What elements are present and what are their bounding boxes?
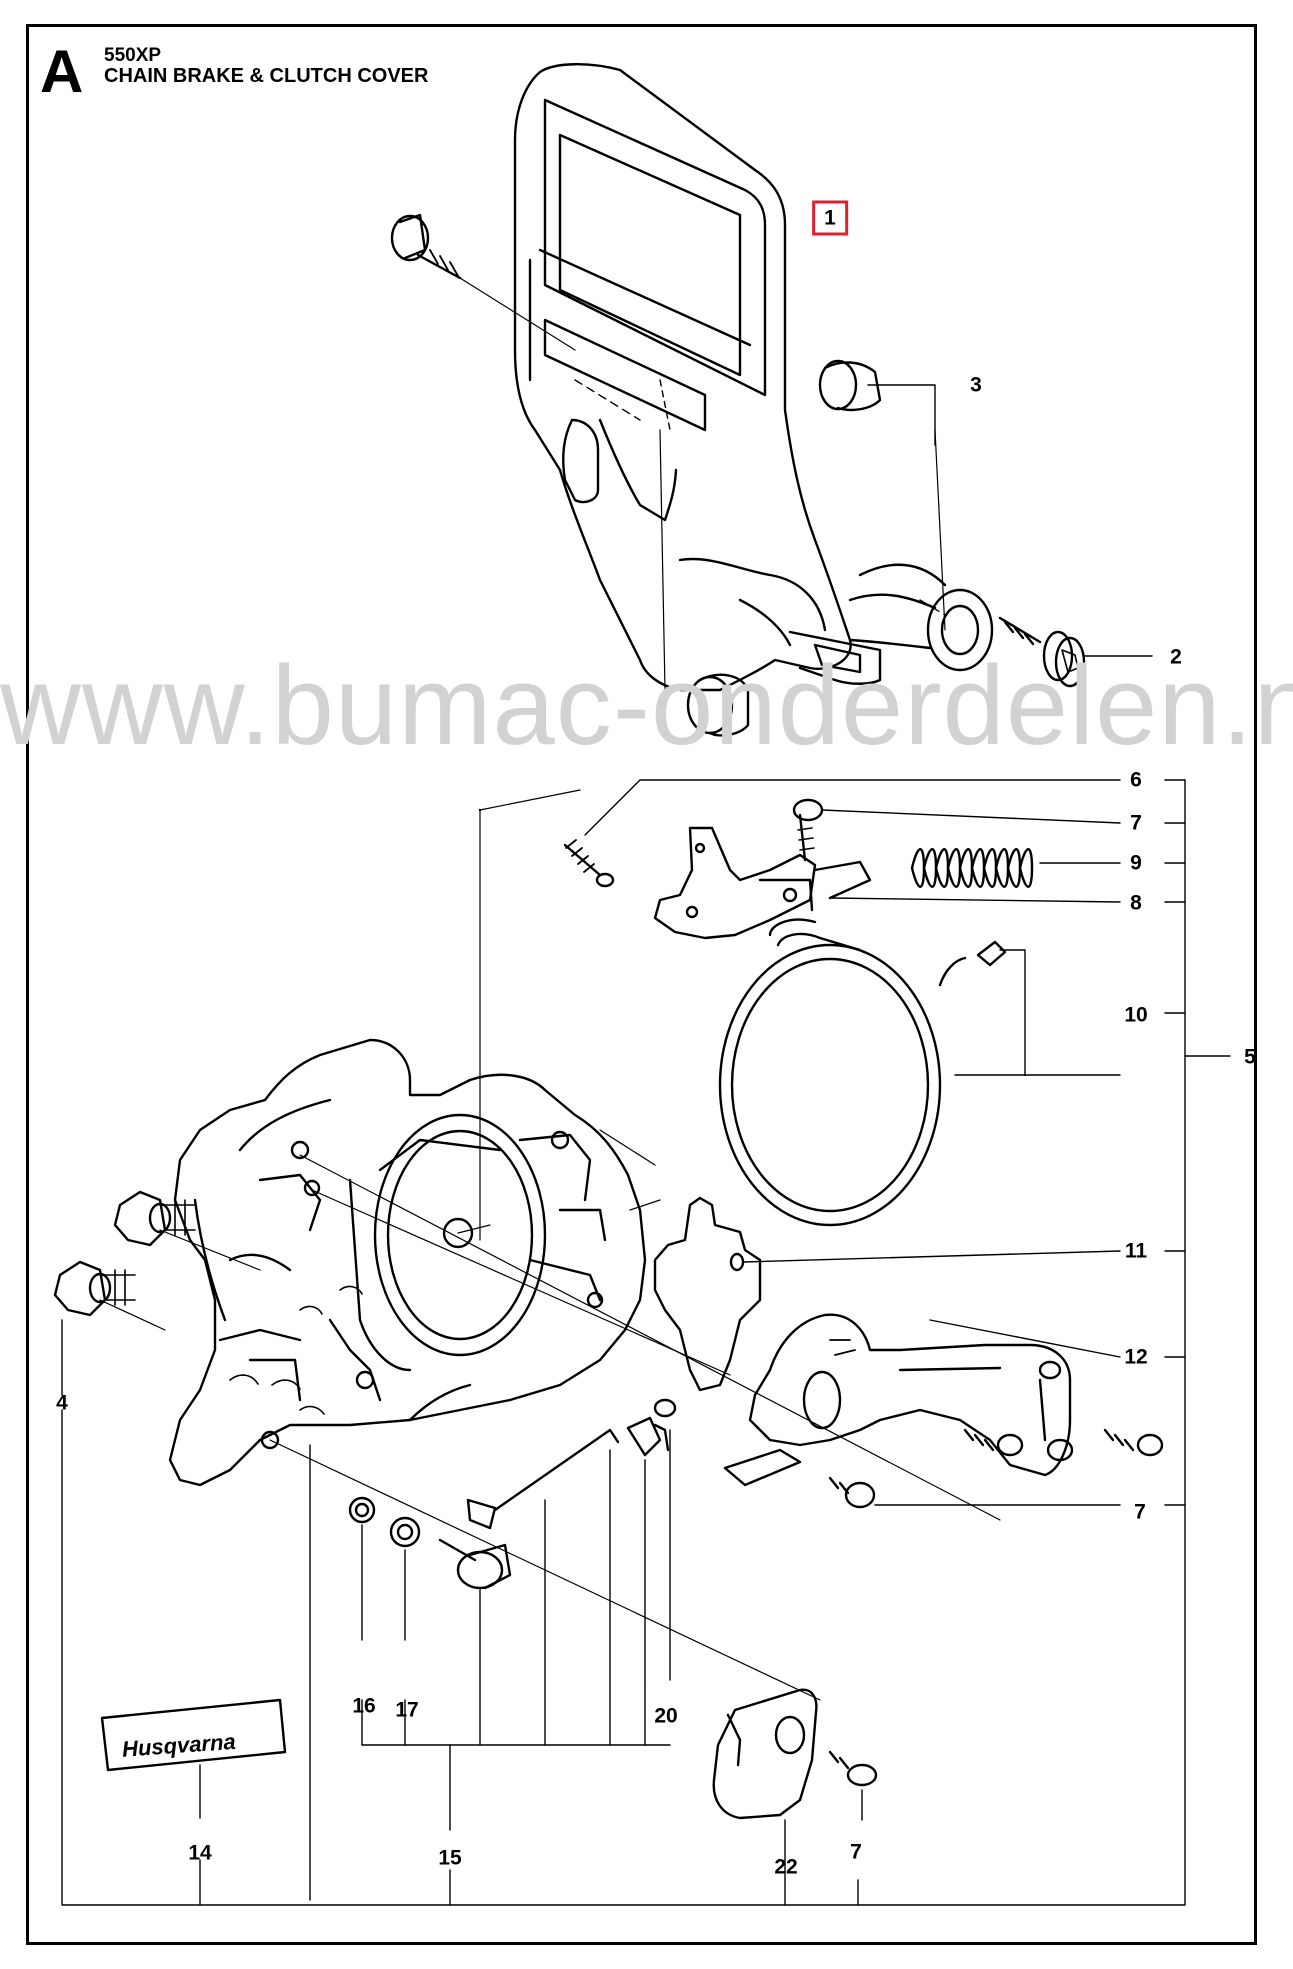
diagram-title: CHAIN BRAKE & CLUTCH COVER	[104, 65, 429, 87]
brake-band-part-10	[718, 918, 1121, 1227]
callout-7-top[interactable]: 7	[1130, 811, 1142, 835]
brake-arm-part-12	[723, 1313, 1164, 1509]
clutch-cover-body	[168, 789, 1001, 1901]
callout-20[interactable]: 20	[654, 1704, 678, 1728]
callout-4[interactable]: 4	[56, 1391, 68, 1415]
model-number: 550XP	[104, 45, 162, 66]
hand-guard-part	[513, 63, 994, 692]
callout-11[interactable]: 11	[1124, 1239, 1148, 1263]
callout-14[interactable]: 14	[188, 1841, 212, 1865]
diagram-frame	[26, 24, 1257, 1945]
brake-pad-part-11	[653, 1196, 1121, 1392]
spring-part-9	[910, 848, 1121, 888]
adjust-screw-part-6	[563, 779, 1121, 888]
bottom-collector-line	[61, 1409, 1186, 1906]
callout-7-bottom[interactable]: 7	[850, 1840, 862, 1864]
guard-screw-top	[390, 213, 576, 351]
assembly-bracket-lines	[1164, 779, 1231, 1506]
callout-17[interactable]: 17	[395, 1698, 419, 1722]
callout-5[interactable]: 5	[1244, 1045, 1256, 1069]
callout-10[interactable]: 10	[1124, 1003, 1148, 1027]
callout-3[interactable]: 3	[970, 373, 982, 397]
clutch-pin-set	[348, 1398, 677, 1831]
callout-1[interactable]: 1	[812, 200, 848, 236]
callout-22[interactable]: 22	[774, 1855, 798, 1879]
callout-9[interactable]: 9	[1130, 851, 1142, 875]
callout-7-middle[interactable]: 7	[1134, 1500, 1146, 1524]
callout-16[interactable]: 16	[352, 1694, 376, 1718]
callout-8[interactable]: 8	[1130, 891, 1142, 915]
callout-2[interactable]: 2	[1170, 645, 1182, 669]
bushing-part-3	[818, 359, 946, 631]
decal-part-14	[100, 1698, 287, 1772]
cover-cap-part-22	[712, 1688, 878, 1881]
section-letter: A	[40, 38, 84, 105]
watermark-url: www.bumac-onderdelen.nl	[0, 643, 1293, 768]
pivot-screw-part-2	[998, 616, 1153, 688]
stud-nut-part-4	[53, 1190, 261, 1396]
callout-15[interactable]: 15	[438, 1846, 462, 1870]
callout-6[interactable]: 6	[1130, 768, 1142, 792]
brake-latch-part-8	[653, 826, 1121, 940]
lower-bushing	[659, 429, 750, 737]
screw-part-7-top	[792, 798, 1121, 862]
callout-12[interactable]: 12	[1124, 1345, 1148, 1369]
